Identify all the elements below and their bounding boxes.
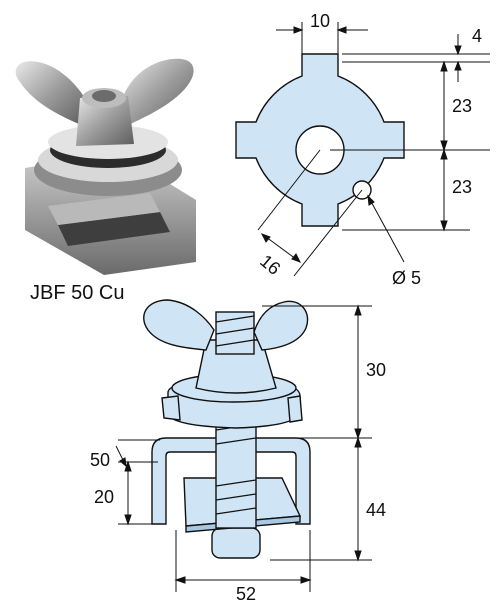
- dim-tab-width: [276, 22, 368, 54]
- wing-right: [253, 300, 309, 351]
- dim-tab-width-label: 10: [310, 11, 330, 31]
- product-label: JBF 50 Cu: [30, 282, 125, 304]
- dim-base-width-label: 52: [236, 584, 256, 601]
- bottom-nut: [211, 527, 261, 559]
- photo-washer-stack: [34, 125, 182, 196]
- threaded-stud: [215, 417, 257, 529]
- dim-lower-offset-label: 23: [452, 177, 472, 197]
- dim-top-height-label: 30: [366, 360, 386, 380]
- photo-wing-nut: [15, 58, 194, 146]
- wing-left: [143, 299, 215, 351]
- washer-side-left: [161, 395, 181, 421]
- dim-right-verticals: [330, 34, 490, 232]
- front-dims: [115, 304, 372, 592]
- dim-bottom-height-label: 44: [366, 500, 386, 520]
- dim-tab-height-label: 4: [472, 26, 482, 46]
- clamp-bracket: [151, 437, 311, 525]
- product-photo: [15, 58, 196, 275]
- dim-hole-pitch: [257, 149, 363, 277]
- dim-small-hole-label: Ø 5: [392, 268, 421, 288]
- dim-hole-pitch-label: 16: [256, 251, 284, 279]
- dim-clamp-gap-label: 20: [94, 487, 114, 507]
- dim-upper-offset-label: 23: [452, 96, 472, 116]
- dim-angle-label: 50: [90, 450, 110, 470]
- washer-side-right: [287, 395, 303, 423]
- top-view: 10 4 23 23: [235, 11, 490, 288]
- front-view: [143, 299, 311, 559]
- dim-small-hole-leader: [367, 194, 405, 263]
- wing-nut-threads: [215, 315, 255, 347]
